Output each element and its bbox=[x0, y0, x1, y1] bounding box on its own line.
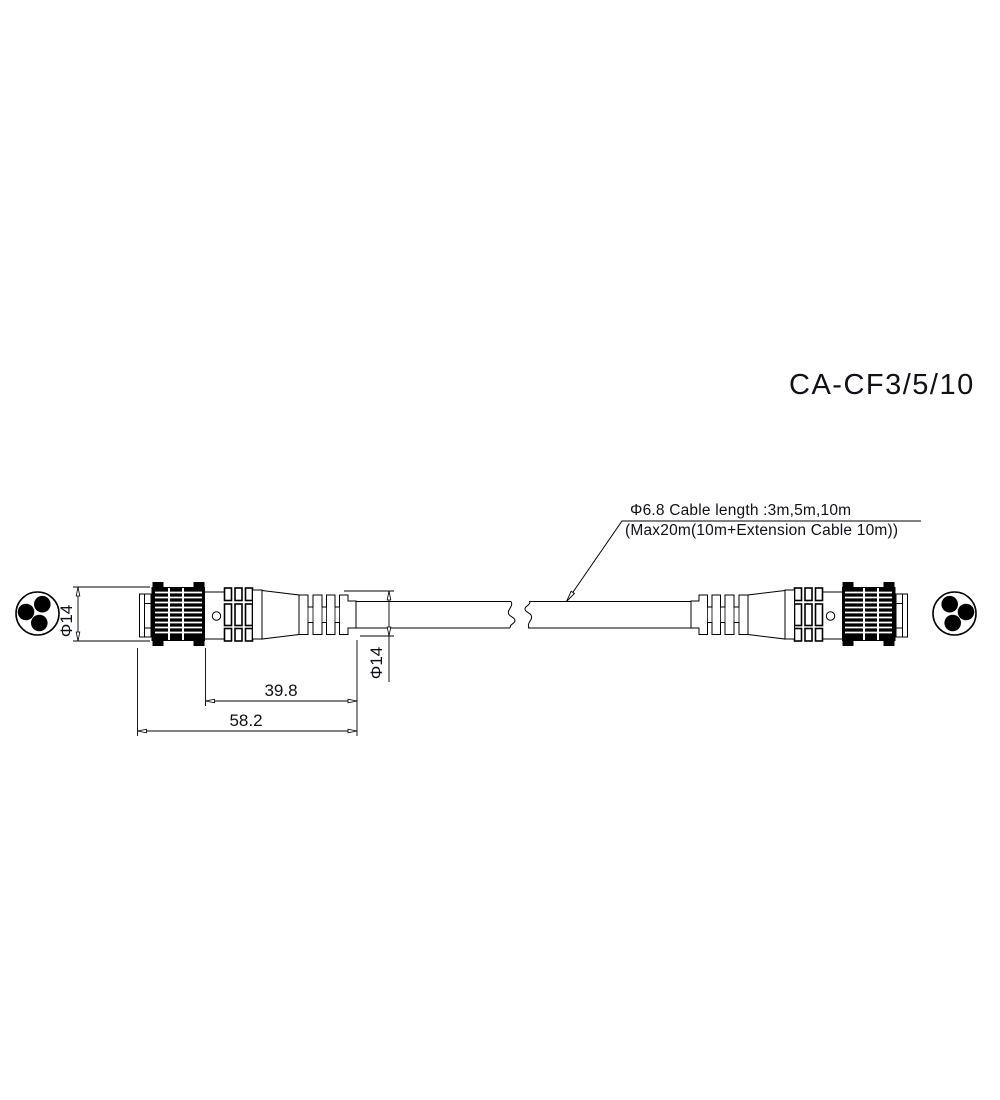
cable-break-left bbox=[507, 601, 516, 629]
cable-spec-note-line1: Φ6.8 Cable length :3m,5m,10m bbox=[630, 502, 852, 519]
callout-leader-line bbox=[566, 520, 921, 602]
dimension-boot-diameter: Φ14 bbox=[367, 646, 386, 680]
cable bbox=[356, 601, 691, 629]
dimension-lines bbox=[73, 586, 394, 736]
dimension-overall-length: 58.2 bbox=[229, 711, 263, 730]
right-connector-end-view-icon bbox=[932, 591, 977, 636]
cable-break-right bbox=[524, 601, 533, 629]
left-connector bbox=[138, 581, 357, 647]
drawing-title: CA-CF3/5/10 bbox=[789, 369, 975, 401]
right-connector bbox=[690, 581, 909, 647]
dimension-body-length: 39.8 bbox=[264, 681, 298, 700]
cable-spec-note-line2: (Max20m(10m+Extension Cable 10m)) bbox=[625, 521, 899, 539]
dimension-connector-diameter: Φ14 bbox=[57, 604, 76, 638]
left-connector-end-view-icon bbox=[15, 591, 60, 636]
